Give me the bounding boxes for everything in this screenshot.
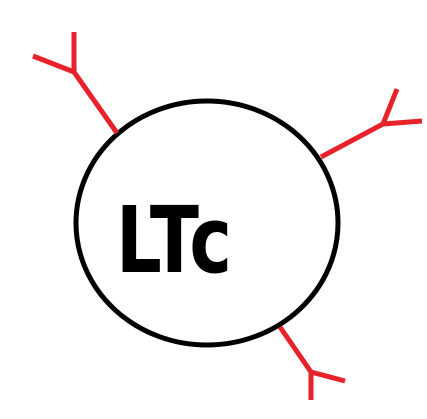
receptor-arm <box>32 53 75 75</box>
receptor-stem <box>319 121 385 160</box>
receptor-bottom <box>277 325 346 400</box>
receptor-arm <box>310 369 346 384</box>
receptor-arm <box>380 88 400 125</box>
receptor-top-left <box>32 32 120 135</box>
cell-label: LTc <box>116 187 232 294</box>
receptor-right <box>319 88 423 160</box>
receptor-stem <box>71 70 120 135</box>
cell-body <box>73 98 341 348</box>
receptor-arm <box>382 118 423 127</box>
receptor-stem <box>277 325 314 374</box>
